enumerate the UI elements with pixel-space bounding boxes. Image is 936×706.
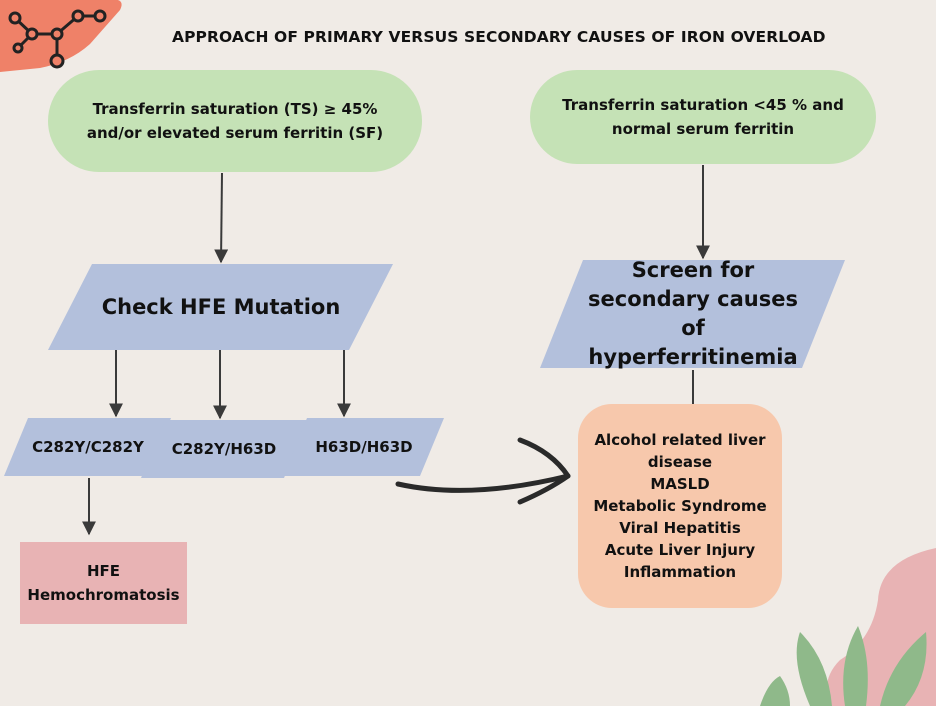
list-item: MASLD (650, 475, 710, 493)
hfe-hemochromatosis-box (20, 542, 187, 624)
secondary-causes-list: Alcohol related liver disease MASLD Meta… (588, 412, 772, 600)
hfe-hemochromatosis-label: HFE Hemochromatosis (27, 562, 180, 604)
list-item: Acute Liver Injury (604, 541, 756, 559)
screen-secondary-parallelogram (540, 260, 845, 368)
list-item: Viral Hepatitis (619, 519, 741, 537)
check-hfe-label: Check HFE Mutation (101, 294, 341, 319)
list-item: Metabolic Syndrome (593, 497, 767, 515)
ts-low-label: Transferrin saturation <45 % and normal … (562, 96, 844, 138)
ts-low-pill (530, 70, 876, 164)
h63d-h63d-parallelogram (283, 418, 444, 476)
list-item: Inflammation (623, 563, 737, 581)
ts-high-pill (48, 70, 422, 172)
c282y-c282y-label: C282Y/C282Y (32, 438, 144, 456)
arrow-ts-high-to-hfe (214, 172, 229, 264)
curved-arrow-to-secondary (395, 437, 571, 505)
c282y-h63d-parallelogram (141, 420, 308, 478)
secondary-causes-box (578, 404, 782, 608)
list-item: Alcohol related liver disease (594, 431, 766, 471)
decorative-plant-icon (760, 548, 936, 706)
h63d-h63d-label: H63D/H63D (315, 438, 413, 456)
ts-high-label: Transferrin saturation (TS) ≥ 45% and/or… (86, 100, 384, 142)
screen-secondary-label: Screen for secondary causes of hyperferr… (588, 258, 798, 369)
network-nodes-logo-icon (0, 0, 122, 72)
c282y-c282y-parallelogram (4, 418, 171, 476)
c282y-h63d-label: C282Y/H63D (171, 440, 277, 458)
check-hfe-parallelogram (48, 264, 393, 350)
page-title: APPROACH OF PRIMARY VERSUS SECONDARY CAU… (172, 28, 826, 46)
